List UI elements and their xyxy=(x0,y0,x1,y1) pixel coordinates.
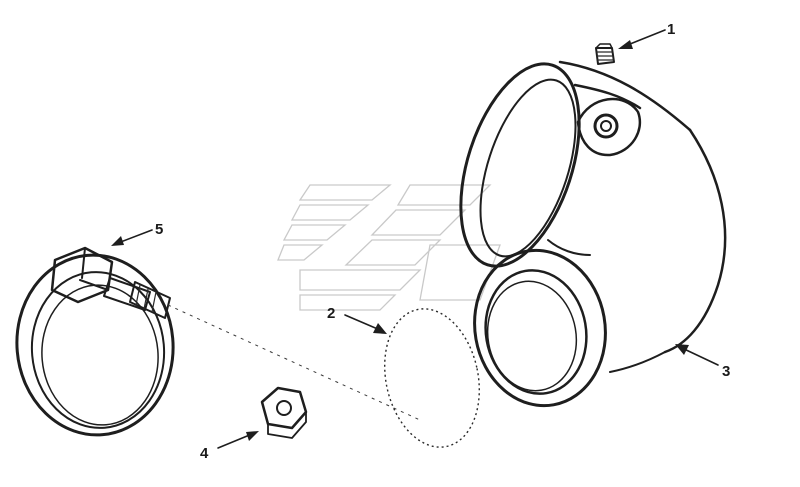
gasket xyxy=(384,308,480,448)
callout-3: 3 xyxy=(722,363,730,380)
leader-arrow-2 xyxy=(344,314,387,334)
watermark-logo xyxy=(277,184,501,311)
elbow-housing xyxy=(459,60,727,408)
plug-fitting xyxy=(595,43,615,65)
leader-arrow-3 xyxy=(675,344,719,366)
callout-5: 5 xyxy=(155,221,163,238)
leader-arrow-5 xyxy=(111,229,153,246)
callout-4: 4 xyxy=(200,445,209,462)
v-band-clamp xyxy=(15,246,175,437)
leader-arrow-4 xyxy=(217,431,259,449)
callout-1: 1 xyxy=(667,21,675,38)
hex-nut xyxy=(260,386,308,439)
leader-arrow-1 xyxy=(618,29,666,49)
assembly-line xyxy=(167,304,421,421)
callout-2: 2 xyxy=(327,305,335,322)
